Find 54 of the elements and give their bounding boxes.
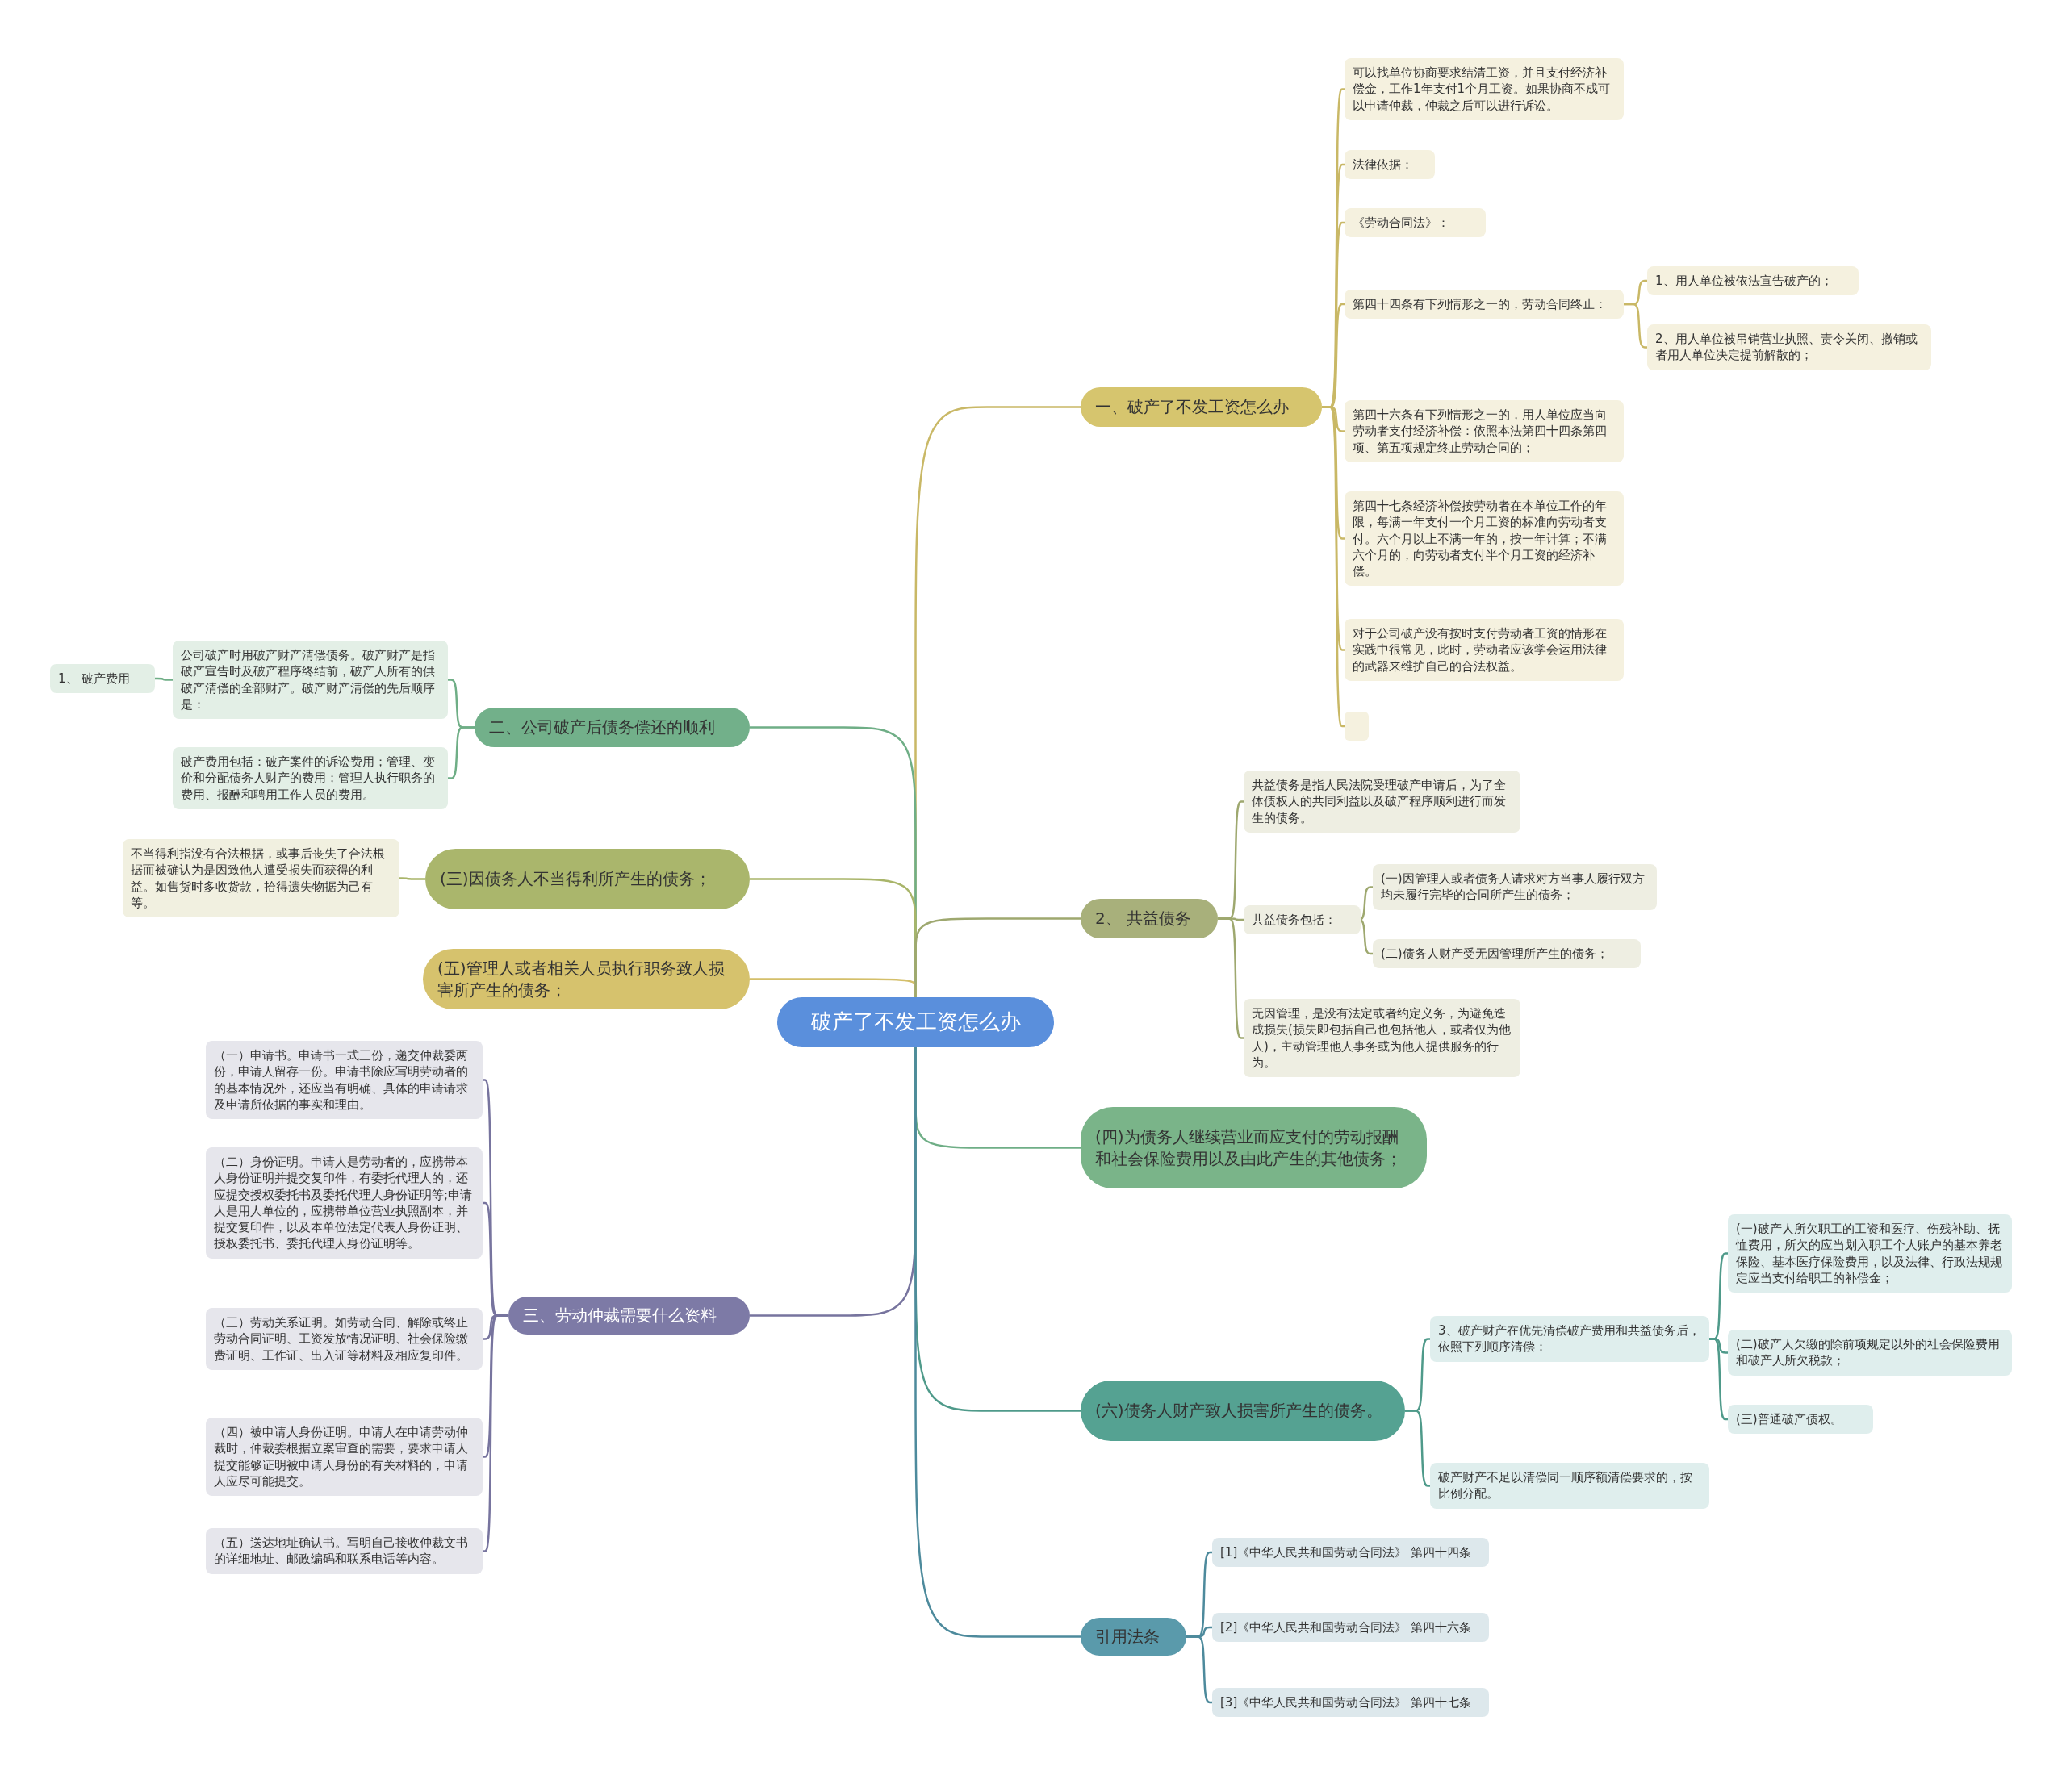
subtopic-box: 3、破产财产在优先清偿破产费用和共益债务后，依照下列顺序清偿： xyxy=(1430,1316,1709,1362)
subtopic-box: 对于公司破产没有按时支付劳动者工资的情形在实践中很常见，此时，劳动者应该学会运用法律的武器来维护自己的合法权益。 xyxy=(1345,619,1624,681)
connector-line xyxy=(1405,1410,1431,1487)
subtopic-box: (二)破产人欠缴的除前项规定以外的社会保险费用和破产人所欠税款； xyxy=(1728,1330,2012,1376)
connector-line xyxy=(482,1314,508,1552)
subtopic-box: 破产财产不足以清偿同一顺序额清偿要求的，按比例分配。 xyxy=(1430,1463,1709,1509)
branch-topic: 二、公司破产后债务偿还的顺利 xyxy=(475,708,750,747)
branch-topic: 引用法条 xyxy=(1081,1618,1186,1656)
branch-topic: (四)为债务人继续营业而应支付的劳动报酬和社会保险费用以及由此产生的其他债务； xyxy=(1081,1107,1427,1188)
subtopic-box: 1、用人单位被依法宣告破产的； xyxy=(1647,266,1859,296)
subtopic-box: 2、用人单位被吊销营业执照、责令关闭、撤销或者用人单位决定提前解散的； xyxy=(1647,324,1931,370)
connector-line xyxy=(1322,406,1345,728)
subtopic-box: 共益债务包括： xyxy=(1244,905,1361,935)
subtopic-box: （一）申请书。申请书一式三份，递交仲裁委两份，申请人留存一份。申请书除应写明劳动者的的基本情况外，还应当有明确、具体的申请请求及申请所依据的事实和理由。 xyxy=(206,1041,483,1119)
subtopic-box: 1、 破产费用 xyxy=(50,664,155,694)
subtopic-box: [3]《中华人民共和国劳动合同法》 第四十七条 xyxy=(1212,1688,1489,1718)
subtopic-box: 公司破产时用破产财产清偿债务。破产财产是指破产宣告时及破产程序终结前，破产人所有的供破产清偿的全部财产。破产财产清偿的先后顺序是： xyxy=(173,641,448,719)
connector-line xyxy=(1186,1635,1213,1704)
subtopic-box: 无因管理，是没有法定或者约定义务，为避免造成损失(损失即包括自己也包括他人，或者仅为他人)，主动管理他人事务或为他人提供服务的行为。 xyxy=(1244,999,1520,1077)
branch-topic: (三)因债务人不当得利所产生的债务； xyxy=(425,849,750,909)
connector-line xyxy=(447,726,475,779)
subtopic-box: （三）劳动关系证明。如劳动合同、解除或终止劳动合同证明、工资发放情况证明、社会保险缴费证明、工作证、出入证等材料及相应复印件。 xyxy=(206,1308,483,1370)
connector-line xyxy=(399,877,425,880)
branch-topic: (六)债务人财产致人损害所产生的债务。 xyxy=(1081,1381,1405,1441)
subtopic-box: (三)普通破产债权。 xyxy=(1728,1405,1873,1435)
branch-topic: 一、破产了不发工资怎么办 xyxy=(1081,387,1322,427)
subtopic-box: 破产费用包括：破产案件的诉讼费用；管理、变价和分配债务人财产的费用；管理人执行职务的费用、报酬和聘用工作人员的费用。 xyxy=(173,747,448,809)
subtopic-box: 不当得利指没有合法根据，或事后丧失了合法根据而被确认为是因致他人遭受损失而获得的利益。如售货时多收货款，拾得遗失物据为己有等。 xyxy=(123,839,399,917)
subtopic-box: (一)因管理人或者债务人请求对方当事人履行双方均未履行完毕的合同所产生的债务； xyxy=(1373,864,1657,910)
subtopic-box: 可以找单位协商要求结清工资，并且支付经济补偿金，工作1年支付1个月工资。如果协商不成可以申请仲裁，仲裁之后可以进行诉讼。 xyxy=(1345,58,1624,120)
branch-topic: (五)管理人或者相关人员执行职务致人损害所产生的债务； xyxy=(423,949,750,1009)
connector-line xyxy=(154,677,174,681)
subtopic-box: （二）身份证明。申请人是劳动者的，应携带本人身份证明并提交复印件，有委托代理人的，还应提交授权委托书及委托代理人身份证明等;申请人是用人单位的，应携带单位营业执照副本，并提交复印件，以及本单位法定代表人身份证明、授权委托书、委托代理人身份证明等。 xyxy=(206,1147,483,1259)
subtopic-box: [2]《中华人民共和国劳动合同法》 第四十六条 xyxy=(1212,1613,1489,1643)
subtopic-box: (一)破产人所欠职工的工资和医疗、伤残补助、抚恤费用，所欠的应当划入职工个人账户的基本养老保险、基本医疗保险费用，以及法律、行政法规规定应当支付给职工的补偿金； xyxy=(1728,1214,2012,1293)
subtopic-box: [1]《中华人民共和国劳动合同法》 第四十四条 xyxy=(1212,1538,1489,1568)
connector-line xyxy=(1708,1338,1729,1421)
connector-line xyxy=(914,917,1081,997)
subtopic-box: 《劳动合同法》： xyxy=(1345,208,1486,238)
subtopic-box: 第四十四条有下列情形之一的，劳动合同终止： xyxy=(1345,290,1624,320)
central-topic: 破产了不发工资怎么办 xyxy=(777,997,1054,1047)
subtopic-box: (二)债务人财产受无因管理所产生的债务； xyxy=(1373,939,1641,969)
connector-line xyxy=(914,1047,1081,1638)
connector-line xyxy=(1218,917,1244,1039)
subtopic-box: （四）被申请人身份证明。申请人在申请劳动仲裁时，仲裁委根据立案审查的需要，要求申请人提交能够证明被申请人身份的有关材料的，申请人应尽可能提交。 xyxy=(206,1418,483,1496)
subtopic-box: 第四十七条经济补偿按劳动者在本单位工作的年限，每满一年支付一个月工资的标准向劳动者支付。六个月以上不满一年的，按一年计算；不满六个月的，向劳动者支付半个月工资的经济补偿。 xyxy=(1345,491,1624,587)
subtopic-box: 第四十六条有下列情形之一的，用人单位应当向劳动者支付经济补偿：依照本法第四十四条第四项、第五项规定终止劳动合同的； xyxy=(1345,400,1624,462)
branch-topic: 三、劳动仲裁需要什么资料 xyxy=(508,1297,750,1335)
subtopic-box: 共益债务是指人民法院受理破产申请后，为了全体债权人的共同利益以及破产程序顺利进行而发生的债务。 xyxy=(1244,771,1520,833)
branch-topic: 2、 共益债务 xyxy=(1081,899,1218,938)
subtopic-box: 法律依据： xyxy=(1345,150,1435,180)
subtopic-box: （五）送达地址确认书。写明自己接收仲裁文书的详细地址、邮政编码和联系电话等内容。 xyxy=(206,1528,483,1574)
empty-box xyxy=(1345,712,1369,741)
connector-line xyxy=(1624,303,1648,349)
